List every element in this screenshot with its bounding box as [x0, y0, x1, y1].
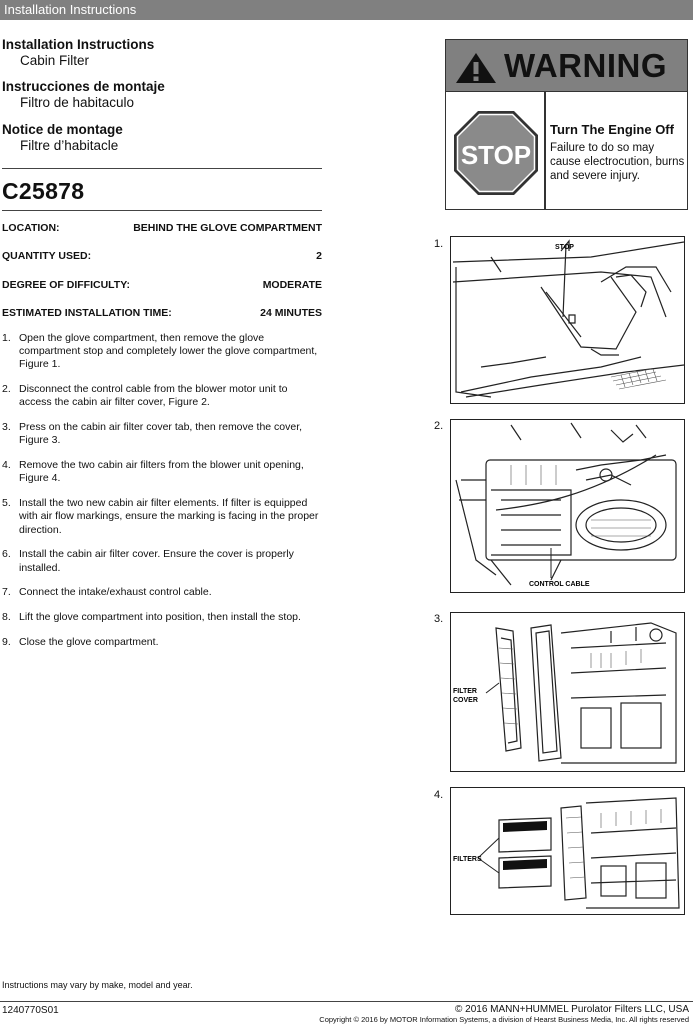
spec-label: DEGREE OF DIFFICULTY:	[2, 279, 130, 291]
step-item: 2. Disconnect the control cable from the …	[2, 383, 320, 409]
step-text: Lift the glove compartment into position…	[19, 611, 301, 624]
copyright-line-secondary: Copyright © 2016 by MOTOR Information Sy…	[319, 1015, 689, 1024]
step-item: 3. Press on the cabin air filter cover ta…	[2, 421, 320, 447]
step-item: 5. Install the two new cabin air filter e…	[2, 497, 320, 537]
step-text: Close the glove compartment.	[19, 636, 159, 648]
stop-sign-icon: STOP	[453, 110, 539, 201]
step-text: Press on the cabin air filter cover tab,…	[19, 421, 303, 447]
figure-4-label: FILTERS	[453, 856, 482, 863]
warning-title: Turn The Engine Off	[550, 122, 674, 137]
figure-3-label-line1: FILTER	[453, 688, 477, 695]
step-text: Install the cabin air filter cover. Ensu…	[19, 548, 294, 574]
step-text: Remove the two cabin air filters from th…	[19, 459, 304, 485]
step-number: 7.	[2, 586, 11, 599]
figure-2: CONTROL CABLE	[450, 419, 685, 593]
step-text: Open the glove compartment, then remove …	[19, 332, 318, 371]
step-item: 1. Open the glove compartment, then remov…	[2, 332, 320, 372]
spec-label: LOCATION:	[2, 222, 60, 234]
step-number: 5.	[2, 497, 11, 510]
step-number: 4.	[2, 459, 11, 472]
step-number: 3.	[2, 421, 11, 434]
figure-4-number: 4.	[434, 789, 444, 801]
spec-value: BEHIND THE GLOVE COMPARTMENT	[133, 222, 322, 234]
figure-4: FILTERS	[450, 787, 685, 915]
step-text: Disconnect the control cable from the bl…	[19, 383, 288, 409]
filter-cover-illustration: FILTER COVER	[453, 622, 677, 764]
footer-note: Instructions may vary by make, model and…	[2, 980, 193, 990]
step-number: 8.	[2, 611, 11, 624]
step-number: 6.	[2, 548, 11, 561]
glove-box-illustration: STOP	[452, 239, 684, 398]
figure-1-number: 1.	[434, 238, 444, 250]
figure-1-label: STOP	[555, 244, 574, 251]
header-english: Installation Instructions Cabin Filter	[2, 37, 322, 69]
spec-value: MODERATE	[262, 279, 322, 291]
spec-value: 24 MINUTES	[260, 307, 322, 319]
figure-1: STOP	[450, 236, 685, 404]
figure-2-number: 2.	[434, 420, 444, 432]
instruction-steps: 1. Open the glove compartment, then remov…	[2, 332, 320, 661]
part-divider	[2, 210, 322, 211]
english-subtitle: Cabin Filter	[20, 53, 90, 68]
spec-location: LOCATION: BEHIND THE GLOVE COMPARTMENT	[2, 222, 322, 234]
french-title: Notice de montage	[2, 122, 123, 137]
step-item: 7. Connect the intake/exhaust control cab…	[2, 586, 320, 599]
stop-sign-text: STOP	[461, 140, 531, 170]
spanish-subtitle: Filtro de habitaculo	[20, 95, 135, 110]
copyright-line: © 2016 MANN+HUMMEL Purolator Filters LLC…	[454, 1004, 689, 1015]
step-item: 8. Lift the glove compartment into positi…	[2, 611, 320, 624]
top-banner: Installation Instructions	[0, 0, 693, 20]
spec-time: ESTIMATED INSTALLATION TIME: 24 MINUTES	[2, 307, 322, 319]
spec-value: 2	[316, 250, 322, 262]
step-item: 6. Install the cabin air filter cover. En…	[2, 548, 320, 574]
spanish-title: Instrucciones de montaje	[2, 79, 165, 94]
figure-3: FILTER COVER	[450, 612, 685, 772]
step-number: 2.	[2, 383, 11, 396]
step-text: Install the two new cabin air filter ele…	[19, 497, 319, 536]
document-code: 1240770S01	[2, 1005, 59, 1016]
french-subtitle: Filtre d’habitacle	[20, 138, 119, 153]
filters-illustration: FILTERS	[453, 797, 680, 909]
warning-body: Failure to do so may cause electrocution…	[550, 142, 685, 182]
spec-difficulty: DEGREE OF DIFFICULTY: MODERATE	[2, 279, 322, 291]
step-item: 9. Close the glove compartment.	[2, 636, 320, 649]
footer-divider	[0, 1001, 693, 1002]
header-divider	[2, 168, 322, 169]
figure-3-label-line2: COVER	[453, 697, 478, 704]
blower-unit-illustration: CONTROL CABLE	[455, 422, 677, 588]
spec-label: QUANTITY USED:	[2, 250, 92, 262]
header-french: Notice de montage Filtre d’habitacle	[2, 122, 322, 154]
header-spanish: Instrucciones de montaje Filtro de habit…	[2, 79, 322, 111]
spec-label: ESTIMATED INSTALLATION TIME:	[2, 307, 172, 319]
spec-quantity: QUANTITY USED: 2	[2, 250, 322, 262]
warning-box: WARNING STOP Turn The Engine Off Failure…	[445, 39, 688, 210]
warning-divider	[544, 92, 546, 209]
warning-header: WARNING	[446, 40, 687, 92]
warning-heading: WARNING	[504, 47, 667, 84]
part-number: C25878	[2, 178, 85, 204]
english-title: Installation Instructions	[2, 37, 155, 52]
step-number: 9.	[2, 636, 11, 648]
step-item: 4. Remove the two cabin air filters from …	[2, 459, 320, 485]
step-number: 1.	[2, 332, 11, 344]
figure-3-number: 3.	[434, 613, 444, 625]
figure-2-label: CONTROL CABLE	[529, 581, 590, 588]
warning-triangle-icon	[456, 53, 496, 83]
step-text: Connect the intake/exhaust control cable…	[19, 586, 212, 599]
